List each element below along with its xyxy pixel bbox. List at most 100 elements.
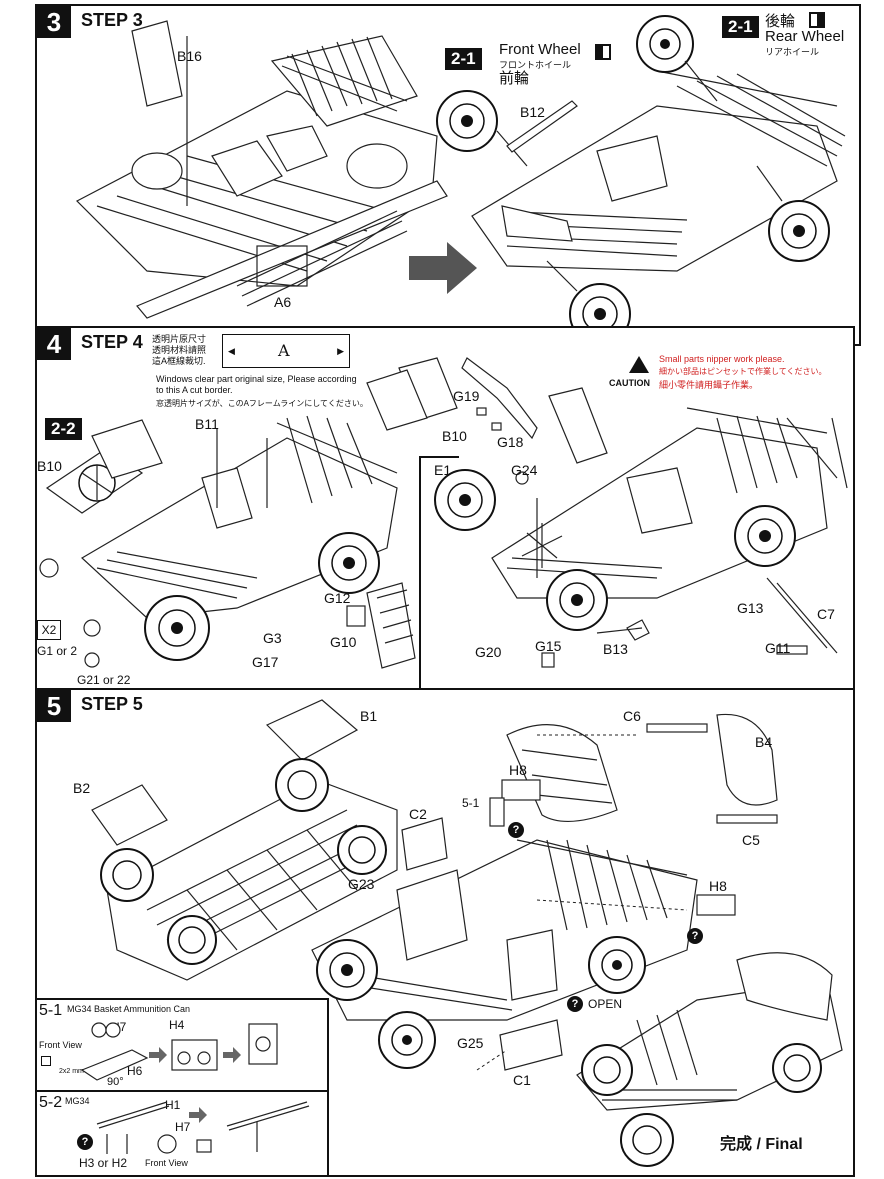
question-icon-open: ? [567,996,583,1012]
step4-panel: 4 STEP 4 透明片原尺寸 透明材料請照 這A框線裁切. A ◀ ▶ Win… [35,326,855,694]
sub52-h7: H7 [175,1120,191,1134]
step4-spare-wheel-e1-icon [434,469,496,531]
headlight-right-icon [83,619,101,637]
label-g13: G13 [737,600,764,616]
ammo-can-icon [489,797,505,827]
label-g24: G24 [511,462,538,478]
mg34-assembled-icon [226,1101,308,1127]
step3-direction-arrow [409,242,477,294]
step4-drawing [39,357,848,669]
rear-wheel-right-icon [768,200,830,262]
question-icon-1: ? [508,822,524,838]
note-jp: 窓透明片サイズが、このAフレームラインにしてください。 [156,399,368,408]
sub-step-5-2-box: 5-2 MG34 H1 H7 H3 or H2 Front View ? [37,1090,329,1175]
sub52-front-view: Front View [145,1158,188,1168]
note-frame-a: A ◀ ▶ [222,334,350,368]
sub52-h1: H1 [165,1098,181,1112]
rear-wheel-square-icon [809,12,825,28]
label-b10a: B10 [37,458,62,474]
rear-wheel-jp: リアホイール [765,47,820,57]
label-b10b: B10 [442,428,467,444]
side-screen-drawing [548,387,608,464]
step4-title: STEP 4 [81,332,143,352]
step4-divider-top [419,456,459,458]
sub52-num: 5-2 [39,1094,63,1111]
label-g20: G20 [475,644,502,660]
sub51-dims: 2x2 mm [59,1068,84,1075]
rear-wheel-en: Rear Wheel [765,28,845,45]
note-zh: 透明片原尺寸 透明材料請照 這A框線裁切. [152,334,207,366]
step3-drawing [75,15,846,344]
label-g12: G12 [324,590,351,606]
step3-panel: 3 STEP 3 [35,4,861,346]
x2-marker: X2 [37,620,61,640]
g19-part-icon [476,407,487,416]
sub52-h3h2: H3 or H2 [79,1156,128,1170]
label-g18: G18 [497,434,524,450]
chassis-wheel-2-icon [275,758,329,812]
step3-assembled-vehicle-drawing [471,70,846,272]
note-frame-letter: A [278,341,290,360]
front-wheel-badge: 2-1 [445,48,482,70]
step3-number: 3 [37,6,71,38]
label-c6: C6 [623,708,641,724]
arrow-1-icon [149,1047,167,1063]
caution-jp: 細かい部品はピンセットで作業してください。 [659,367,827,376]
h8-frame-top-icon [501,779,541,801]
g24-part-icon [515,471,529,485]
final-wheel-bottom-icon [620,1113,674,1167]
label-h8b: H8 [709,878,727,894]
front-wheel-cn: 前輪 [499,70,530,87]
g11-part-icon [776,645,808,655]
g10-grille-drawing [346,582,416,669]
step4-left-vehicle-drawing [80,415,398,619]
caution-word: CAUTION [609,378,650,388]
label-g10: G10 [330,634,357,650]
question-icon-2: ? [687,928,703,944]
front-wheel-en: Front Wheel [499,41,581,58]
b10-spare-panel-drawing [45,419,163,514]
caution-triangle-icon [629,356,649,373]
label-c5: C5 [742,832,760,848]
chassis-wheel-4-icon [337,825,387,875]
sub51-front-view: Front View [39,1040,82,1050]
note-en: Windows clear part original size, Please… [156,374,357,395]
rear-wheel-top-icon [636,15,694,73]
g13-rod-drawing [766,577,828,649]
step4-right-vehicle-drawing [491,407,828,599]
c1-door-drawing [499,1019,563,1071]
c2-door-drawing [401,817,448,871]
step5-title: STEP 5 [81,694,143,714]
label-b4: B4 [755,734,773,750]
step5-drawing [91,699,843,1167]
arrow-3-icon [189,1107,207,1123]
sub52-question-icon: ? [77,1134,93,1150]
label-g1or2: G1 or 2 [37,644,78,658]
label-5-1: 5-1 [462,796,480,810]
step5-number: 5 [37,690,71,722]
step3-title: STEP 3 [81,10,143,30]
rear-wheel-badge: 2-1 [722,16,759,38]
caution-zh: 細小零件請用鑷子作業。 [659,380,759,390]
headlight-left-icon [39,558,59,578]
rear-wheel-cn: 後輪 [765,13,796,30]
step5-wheel-front-icon [316,939,378,1001]
label-g11: G11 [765,640,791,656]
sub51-h4: H4 [169,1018,185,1032]
c7-rod-drawing [831,417,848,489]
frame-part-drawing [461,357,538,440]
caution-en: Small parts nipper work please. [659,354,785,364]
clear-part-note: 透明片原尺寸 透明材料請照 這A框線裁切. A ◀ ▶ Windows clea… [152,332,368,410]
g18-part-icon [491,422,502,431]
step4-divider [419,456,421,692]
canopy-roof-drawing [506,713,778,824]
label-e1: E1 [434,462,452,478]
sub52-title: MG34 [65,1096,90,1106]
final-label: 完成 / Final [720,1136,803,1153]
label-h8a: H8 [509,762,527,778]
label-b16: B16 [177,48,202,64]
bottom-small-part-icon [541,652,555,668]
step4-left-wheel-front-icon [144,595,210,661]
front-wheel-icon [436,90,498,152]
step5-wheel-rear-icon [588,936,646,994]
